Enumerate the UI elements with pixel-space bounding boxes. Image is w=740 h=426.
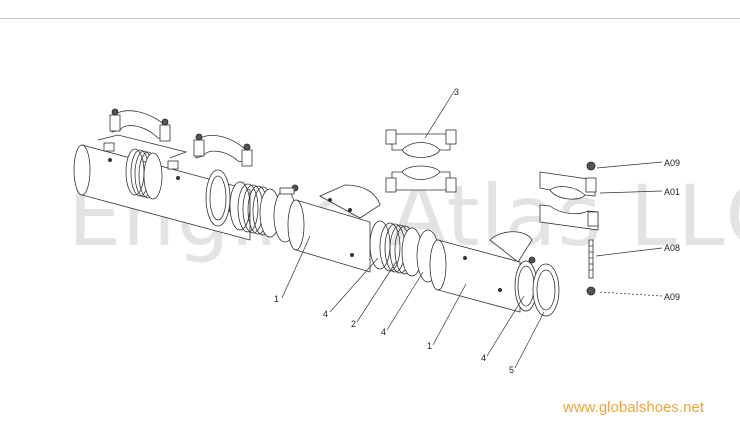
callout-1-left: 1 — [274, 294, 279, 304]
bolt-a08 — [588, 239, 594, 279]
callout-4-right: 4 — [481, 353, 486, 363]
callout-3: 3 — [454, 87, 459, 97]
bottom-nut-icon — [586, 286, 596, 296]
right-pipe — [429, 231, 533, 313]
callout-a09-bottom: A09 — [664, 292, 680, 302]
callout-5: 5 — [509, 365, 514, 375]
left-bellows — [125, 148, 163, 200]
end-cap — [532, 263, 560, 317]
left-pipe — [73, 134, 251, 241]
callout-1-right: 1 — [427, 341, 432, 351]
callout-a01: A01 — [664, 187, 680, 197]
mid-flange-clamp — [193, 133, 253, 167]
callout-4-middle: 4 — [381, 327, 386, 337]
callout-a09-top: A09 — [664, 158, 680, 168]
callout-4-left: 4 — [323, 309, 328, 319]
callout-a08: A08 — [664, 243, 680, 253]
callout-2: 2 — [351, 319, 356, 329]
left-flange-clamp — [109, 108, 171, 142]
upper-clamp-assembly — [385, 129, 457, 193]
middle-pipe — [287, 184, 381, 273]
top-nut-icon — [586, 161, 596, 171]
right-clamp-assembly — [539, 171, 599, 231]
top-divider — [0, 18, 740, 19]
leader-lines — [281, 89, 663, 369]
site-url-text: www.globalshoes.net — [562, 399, 705, 416]
